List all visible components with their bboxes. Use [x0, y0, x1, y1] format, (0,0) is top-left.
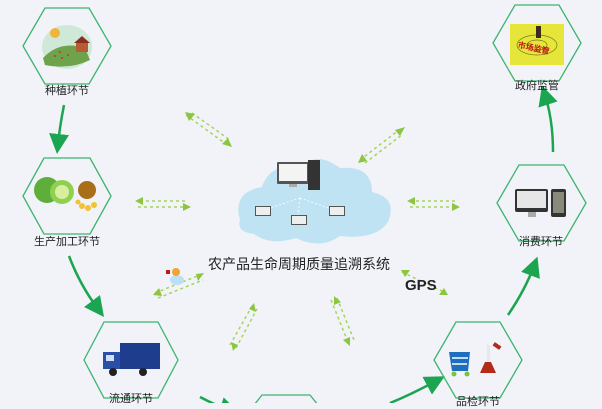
hexagon-planting: [22, 7, 112, 85]
hexagon-processing: [22, 157, 112, 235]
data-link-circulation: [229, 303, 258, 351]
arrow-consumption-to-government: [538, 85, 558, 153]
node-label-inspection: 品检环节: [456, 395, 500, 408]
data-link-inspection: [330, 296, 355, 346]
hexagon-inspection: [433, 321, 523, 399]
cabbage-vegetables-icon: [34, 177, 97, 211]
market-supervision-icon: 市场监管: [510, 24, 564, 65]
truck-icon: [103, 343, 160, 376]
hexagon-bottom-center: [254, 394, 318, 403]
worker-avatar-icon: [166, 268, 184, 285]
cart-lab-flask-icon: [449, 342, 502, 377]
farm-landscape-icon: [42, 25, 92, 69]
arrow-planting-to-processing: [49, 104, 69, 154]
data-link-planting: [185, 112, 232, 147]
system-title: 农产品生命周期质量追溯系统: [208, 257, 390, 273]
arrow-inspection-in: [389, 376, 445, 403]
cloud-network-icon: [238, 159, 391, 244]
data-link-processing: [135, 197, 191, 211]
data-link-gps: [401, 270, 448, 295]
node-label-processing: 生产加工环节: [34, 235, 100, 248]
node-label-consumption: 消费环节: [519, 235, 563, 248]
arrow-processing-to-circulation: [67, 255, 104, 318]
arrow-inspection-to-consumption: [506, 256, 540, 316]
hexagon-government: [492, 4, 582, 82]
hexagon-circulation: [83, 321, 179, 399]
gps-label: GPS: [405, 277, 437, 294]
computer-phone-icon: [515, 189, 566, 217]
node-label-government: 政府监管: [515, 79, 559, 92]
node-label-circulation: 流通环节: [109, 392, 153, 405]
arrow-circulation-to-inspection: [199, 395, 240, 403]
node-label-planting: 种植环节: [45, 84, 89, 97]
data-link-consumption: [407, 197, 460, 211]
data-link-government: [358, 127, 405, 164]
hexagon-consumption: [496, 164, 587, 242]
